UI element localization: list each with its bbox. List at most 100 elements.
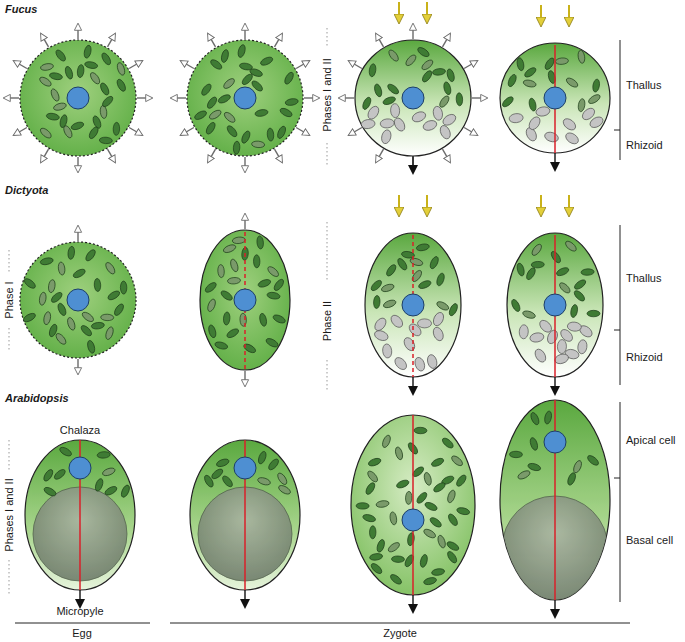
cell-body bbox=[500, 400, 610, 600]
plastid bbox=[39, 292, 47, 306]
growth-arrow bbox=[304, 97, 319, 98]
nucleus bbox=[234, 289, 256, 311]
light-arrow bbox=[398, 2, 400, 22]
axis-arrow bbox=[554, 377, 555, 394]
plastid bbox=[227, 277, 240, 284]
plastid bbox=[259, 313, 268, 327]
plastid bbox=[64, 66, 74, 80]
cell bbox=[365, 195, 461, 394]
plastid bbox=[393, 355, 409, 371]
plastid bbox=[364, 481, 376, 495]
cell-body bbox=[355, 40, 471, 156]
plastid bbox=[411, 110, 427, 124]
plastid bbox=[83, 45, 92, 59]
plastid bbox=[222, 243, 236, 254]
cell bbox=[20, 226, 136, 374]
plastid bbox=[420, 58, 434, 71]
plastid bbox=[49, 72, 63, 81]
cell bbox=[25, 440, 135, 607]
guides bbox=[9, 28, 630, 623]
plastid bbox=[58, 446, 72, 458]
plastid bbox=[43, 486, 57, 498]
organism-label: Arabidopsis bbox=[5, 392, 69, 405]
plastid bbox=[517, 469, 531, 481]
plastid bbox=[214, 341, 228, 351]
plastid bbox=[56, 302, 67, 316]
plastid bbox=[222, 77, 236, 90]
plastid bbox=[436, 300, 450, 312]
axis-arrow bbox=[554, 600, 555, 617]
plastid bbox=[257, 476, 271, 486]
light-arrow bbox=[568, 195, 570, 215]
plastid bbox=[550, 250, 563, 264]
growth-arrow bbox=[208, 34, 216, 47]
plastid bbox=[543, 131, 559, 144]
growth-arrow bbox=[14, 61, 27, 69]
plastid bbox=[237, 44, 247, 58]
plastid bbox=[84, 61, 98, 70]
plastid bbox=[396, 257, 409, 271]
growth-arrow bbox=[464, 128, 477, 136]
plastid bbox=[431, 326, 445, 342]
plastid bbox=[586, 454, 600, 467]
plastid bbox=[390, 103, 400, 118]
phase-guide bbox=[327, 28, 328, 48]
growth-arrow bbox=[443, 34, 451, 47]
plastid bbox=[535, 106, 550, 118]
light-arrow bbox=[398, 195, 400, 215]
cell-body bbox=[25, 440, 135, 590]
plastid bbox=[392, 116, 407, 133]
plastid bbox=[209, 58, 223, 71]
cell bbox=[171, 24, 319, 172]
plastid bbox=[443, 81, 452, 95]
plastid bbox=[554, 352, 570, 365]
growth-arrow bbox=[244, 371, 245, 386]
plastid bbox=[54, 332, 67, 346]
cell-body bbox=[20, 40, 136, 156]
plastid bbox=[94, 278, 101, 291]
plastid bbox=[107, 289, 121, 301]
plastid bbox=[519, 325, 529, 339]
plastid bbox=[380, 129, 392, 145]
plastid bbox=[509, 113, 524, 124]
region-label: Rhizoid bbox=[626, 139, 663, 152]
plastid bbox=[266, 265, 280, 278]
growth-arrow bbox=[376, 34, 384, 47]
plastid bbox=[455, 474, 468, 488]
plastid bbox=[592, 79, 601, 93]
plastid bbox=[229, 258, 239, 272]
plastid bbox=[573, 278, 587, 291]
axis-arrow bbox=[412, 377, 413, 394]
plastid bbox=[382, 343, 393, 358]
region-label: Rhizoid bbox=[626, 351, 663, 364]
plastid bbox=[430, 457, 444, 468]
plastid bbox=[432, 481, 446, 494]
bracket-tick bbox=[614, 478, 620, 479]
plastid bbox=[587, 310, 600, 316]
plastid bbox=[367, 457, 381, 468]
plastid bbox=[438, 94, 451, 108]
cell-body bbox=[190, 440, 300, 590]
pole-label: Micropyle bbox=[56, 605, 103, 618]
plastid bbox=[48, 323, 58, 337]
cell bbox=[500, 400, 610, 617]
plastid bbox=[46, 112, 60, 121]
plastid bbox=[208, 109, 222, 121]
growth-arrow bbox=[41, 34, 49, 47]
plastid bbox=[115, 78, 127, 92]
plastid bbox=[431, 568, 445, 576]
plastid bbox=[531, 261, 544, 268]
plastid bbox=[220, 289, 234, 302]
region-label: Thallus bbox=[626, 272, 661, 285]
plastid bbox=[587, 93, 601, 105]
phase-guide bbox=[9, 440, 10, 470]
plastid bbox=[527, 462, 541, 472]
stage-rule bbox=[15, 623, 150, 624]
nucleus bbox=[544, 431, 566, 453]
bracket bbox=[620, 225, 621, 385]
plastid bbox=[206, 298, 217, 312]
plastid bbox=[373, 83, 383, 97]
plastid bbox=[265, 337, 279, 349]
axis-arrow bbox=[79, 590, 80, 607]
plastid bbox=[54, 48, 67, 62]
